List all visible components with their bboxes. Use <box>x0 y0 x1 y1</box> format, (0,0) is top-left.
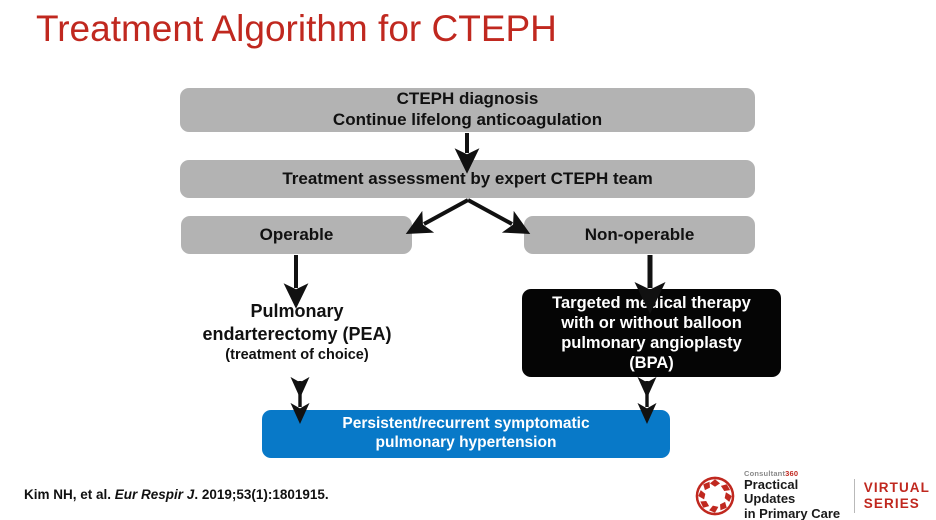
operable-label: Operable <box>259 224 334 244</box>
flow-box-diagnosis: CTEPH diagnosis Continue lifelong antico… <box>180 88 755 132</box>
flow-box-assessment: Treatment assessment by expert CTEPH tea… <box>180 160 755 198</box>
flow-box-targeted-therapy: Targeted medical therapy with or without… <box>522 289 781 377</box>
logo-brand-prefix: Consultant <box>744 468 786 478</box>
nonoperable-label: Non-operable <box>584 224 695 244</box>
logo-virtual-text: VIRTUAL <box>863 480 930 496</box>
brand-logo: Consultant360 Practical Updates in Prima… <box>694 468 930 520</box>
persistent-line-2: pulmonary hypertension <box>375 434 557 451</box>
diagnosis-line-1: CTEPH diagnosis <box>396 89 539 109</box>
pea-line-2: endarterectomy (PEA) <box>202 323 392 344</box>
targeted-line-4: (BPA) <box>629 354 674 373</box>
arrow-assessment-to-nonoperable <box>467 198 531 234</box>
logo-brand-suffix: 360 <box>785 468 799 478</box>
pea-line-3: (treatment of choice) <box>225 347 369 363</box>
consultant360-ring-icon <box>695 476 735 515</box>
logo-virtual-series: VIRTUAL SERIES <box>864 480 930 510</box>
assessment-line-1: Treatment assessment by expert CTEPH tea… <box>282 168 653 188</box>
logo-wordmark: Consultant360 Practical Updates in Prima… <box>744 468 844 520</box>
flow-box-operable: Operable <box>181 216 412 254</box>
flow-box-nonoperable: Non-operable <box>524 216 755 254</box>
page-title: Treatment Algorithm for CTEPH <box>36 8 557 49</box>
targeted-line-2: with or without balloon <box>561 313 742 332</box>
logo-brand-line: Consultant360 <box>744 468 844 478</box>
logo-series-text: SERIES <box>863 495 920 511</box>
citation-authors: Kim NH, et al. <box>24 487 115 502</box>
persistent-line-1: Persistent/recurrent symptomatic <box>342 415 590 433</box>
diagnosis-line-2: Continue lifelong anticoagulation <box>332 110 603 129</box>
flow-text-pea: Pulmonary endarterectomy (PEA) (treatmen… <box>180 300 414 367</box>
citation-journal: Eur Respir J <box>114 487 195 502</box>
arrow-assessment-to-operable <box>405 198 469 234</box>
logo-divider <box>853 478 855 513</box>
logo-tagline-2: in Primary Care <box>744 505 841 520</box>
citation: Kim NH, et al. Eur Respir J. 2019;53(1):… <box>24 487 329 502</box>
flow-box-persistent-ph: Persistent/recurrent symptomatic pulmona… <box>262 410 670 458</box>
citation-details: . 2019;53(1):1801915. <box>194 487 329 502</box>
targeted-line-1: Targeted medical therapy <box>552 293 751 312</box>
targeted-line-3: pulmonary angioplasty <box>561 334 742 352</box>
logo-tagline-1: Practical Updates <box>744 476 799 507</box>
pea-line-1: Pulmonary <box>250 301 344 321</box>
